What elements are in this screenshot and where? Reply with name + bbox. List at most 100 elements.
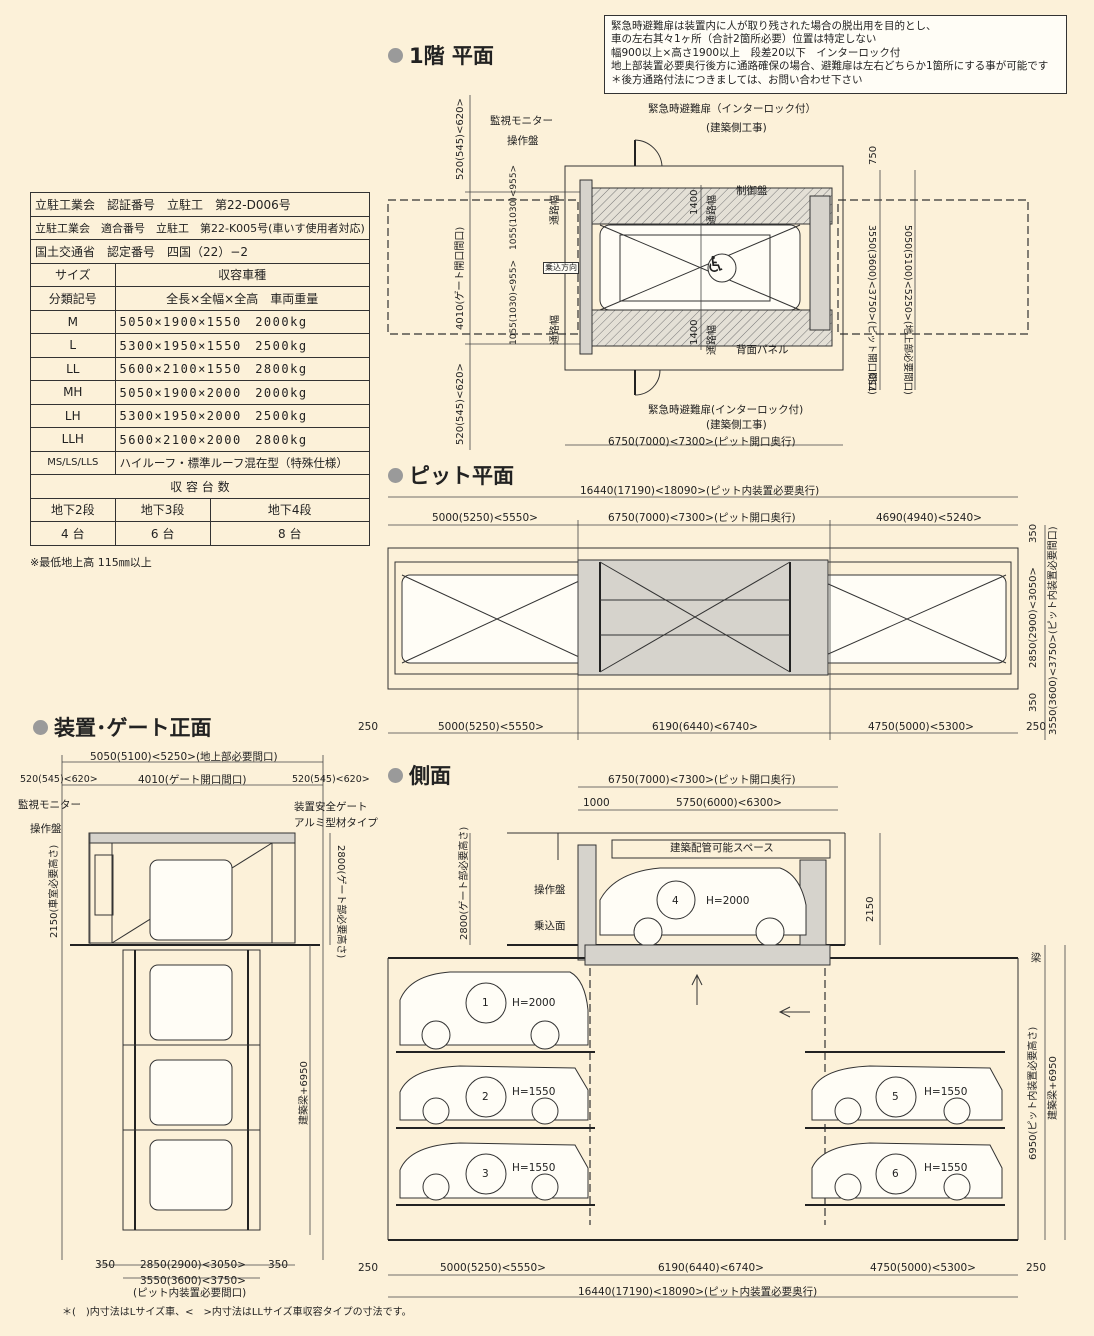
- table-cell-spec: 5600×2100×2000 2800kg: [114, 427, 370, 452]
- side-b2-dim: 6190(6440)<6740>: [658, 1262, 764, 1274]
- table-head: 分類記号: [30, 286, 116, 311]
- cert-row: 国土交通省 認定番号 四国（22）−2: [30, 239, 370, 264]
- cert-row: 立駐工業会 認証番号 立駐工 第22-D006号: [30, 192, 370, 217]
- pit-total-dim: 16440(17190)<18090>(ピット内装置必要奥行): [580, 485, 820, 497]
- evacuation-note: 緊急時避難扉は装置内に人が取り残された場合の脱出用を目的とし、 車の左右其々1ヶ…: [604, 15, 1067, 94]
- table-cell-spec: 5600×2100×1550 2800kg: [114, 356, 370, 381]
- f1-aisle-label: 通路幅: [550, 195, 561, 225]
- table-cell-level: 地下3段: [114, 497, 211, 522]
- f1-1055-dim: 1055(1030)<955>: [509, 259, 519, 345]
- pit-seg3-dim: 4690(4940)<5240>: [876, 512, 982, 524]
- table-cell-code: MH: [30, 380, 116, 405]
- bullet-icon: [33, 719, 48, 735]
- table-cell-spec: 5050×1900×2000 2000kg: [114, 380, 370, 405]
- table-cell-spec: 5300×1950×2000 2500kg: [114, 403, 370, 428]
- car-height: H=2000: [512, 997, 556, 1009]
- car-number: 4: [672, 895, 679, 907]
- side-b1-dim: 5000(5250)<5550>: [440, 1262, 546, 1274]
- side-pit-need-dim: 6950(ピット内装置必要高さ): [1028, 1026, 1039, 1160]
- car-height: H=1550: [512, 1162, 556, 1174]
- table-head: 収 容 台 数: [30, 474, 370, 499]
- floor1-plan-drawing: [387, 95, 1029, 450]
- side-h2150-dim: 2150: [865, 896, 876, 922]
- f1-panel-label: 操作盤: [507, 135, 539, 147]
- f1-bottom520-dim: 520(545)<620>: [455, 363, 466, 445]
- cert-row: 立駐工業会 適合番号 立駐工 第22-K005号(車いす使用者対応): [30, 215, 370, 240]
- f1-exit-top-label: 緊急時避難扉（インターロック付）: [648, 103, 816, 115]
- side-250-dim: 250: [1026, 1262, 1047, 1274]
- section-title-front: 装置･ゲート正面: [33, 712, 212, 742]
- table-cell-spec: 5050×1900×1550 2000kg: [114, 309, 370, 334]
- front-2850-dim: 2850(2900)<3050>: [140, 1259, 246, 1271]
- f1-back-panel-label: 背面パネル: [736, 344, 789, 356]
- section-title-floor1: 1階 平面: [388, 40, 494, 70]
- front-ground-dim: 5050(5100)<5250>(地上部必要間口): [90, 751, 278, 763]
- pit-b3-dim: 4750(5000)<5300>: [868, 721, 974, 733]
- section-title-side: 側面: [388, 760, 451, 790]
- note-line: 地上部装置必要奥行後方に通路確保の場合、避難扉は左右どちらか1箇所にする事が可能…: [611, 60, 1049, 73]
- wheelchair-icon: ♿: [706, 253, 726, 278]
- pit-b2-dim: 6190(6440)<6740>: [652, 721, 758, 733]
- car-height: H=1550: [512, 1086, 556, 1098]
- side-entry-face-label: 乗込面: [534, 920, 566, 932]
- f1-top520-dim: 520(545)<620>: [455, 98, 466, 180]
- front-safety-gate-label: 装置安全ゲート: [294, 801, 368, 813]
- bullet-icon: [388, 47, 403, 63]
- f1-aisle-label: 通路幅: [707, 325, 718, 355]
- pit-plan-drawing: [387, 496, 1046, 740]
- table-cell-code: M: [30, 309, 116, 334]
- f1-1400-dim: 1400: [689, 189, 700, 215]
- table-head: 収容車種: [114, 262, 370, 287]
- f1-control-panel-label: 制御盤: [736, 185, 768, 197]
- front-350-dim: 350: [95, 1259, 116, 1271]
- note-line: ＊後方通路付法につきましては、お問い合わせ下さい: [611, 73, 863, 86]
- front-left520-dim: 520(545)<620>: [20, 774, 98, 785]
- side-250-dim: 250: [358, 1262, 379, 1274]
- car-number: 1: [482, 997, 489, 1009]
- spec-table: 立駐工業会 認証番号 立駐工 第22-D006号 立駐工業会 適合番号 立駐工 …: [30, 192, 370, 546]
- table-cell-code: L: [30, 333, 116, 358]
- side-piping-label: 建築配管可能スペース: [670, 842, 774, 854]
- side-5750-dim: 5750(6000)<6300>: [676, 797, 782, 809]
- front-gate-dim: 4010(ゲート開口間口): [138, 774, 247, 786]
- side-total-dim: 16440(17190)<18090>(ピット内装置必要奥行): [578, 1286, 818, 1298]
- f1-exit-top-sub: (建築側工事): [706, 122, 767, 134]
- front-elevation-drawing: [61, 755, 331, 1279]
- side-1000-dim: 1000: [583, 797, 610, 809]
- table-head: サイズ: [30, 262, 116, 287]
- table-cell-code: LH: [30, 403, 116, 428]
- table-cell-spec: 5300×1950×1550 2500kg: [114, 333, 370, 358]
- table-cell-code: LL: [30, 356, 116, 381]
- table-cell-spec: ハイルーフ・標準ルーフ混在型（特殊仕様）: [114, 450, 370, 475]
- table-cell-count: 6 台: [114, 521, 211, 546]
- front-monitor-label: 監視モニター: [18, 799, 81, 811]
- footnote: ＊( )内寸法はLサイズ車、< >内寸法はLLサイズ車収容タイプの寸法です。: [62, 1307, 412, 1318]
- front-3550-dim: 3550(3600)<3750>: [140, 1275, 246, 1287]
- f1-750-dim: 750: [868, 145, 879, 165]
- section-title-pit: ピット平面: [388, 460, 514, 490]
- side-elevation-drawing: [387, 786, 1066, 1298]
- front-right520-dim: 520(545)<620>: [292, 774, 370, 785]
- pit-250-dim: 250: [1026, 721, 1047, 733]
- note-line: 車の左右其々1ヶ所（合計2箇所必要）位置は特定しない: [611, 33, 877, 46]
- table-cell-level: 地下4段: [209, 497, 370, 522]
- note-line: 幅900以上×高さ1900以上 段差20以下 インターロック付: [611, 46, 901, 59]
- f1-aisle-label: 通路幅: [707, 195, 718, 225]
- table-cell-level: 地下2段: [30, 497, 116, 522]
- f1-ground-need-dim: 5050(5100)<5250>(地上部必要間口): [902, 225, 913, 395]
- min-height-note: ※最低地上高 115㎜以上: [30, 556, 152, 569]
- pit-r350-dim: 350: [1028, 692, 1039, 712]
- side-beam-mark: 梁: [1029, 952, 1042, 963]
- car-height: H=1550: [924, 1162, 968, 1174]
- car-number: 6: [892, 1168, 899, 1180]
- car-number: 3: [482, 1168, 489, 1180]
- table-cell-count: 4 台: [30, 521, 116, 546]
- front-3550-sub: (ピット内装置必要間口): [133, 1287, 247, 1299]
- front-beam-dim: 建築梁+6950: [299, 1061, 310, 1125]
- f1-monitor-label: 監視モニター: [490, 115, 553, 127]
- f1-entry-arrow: 乗込方向: [543, 262, 579, 274]
- car-height: H=1550: [924, 1086, 968, 1098]
- car-height: H=2000: [706, 895, 750, 907]
- f1-1400-dim: 1400: [689, 319, 700, 345]
